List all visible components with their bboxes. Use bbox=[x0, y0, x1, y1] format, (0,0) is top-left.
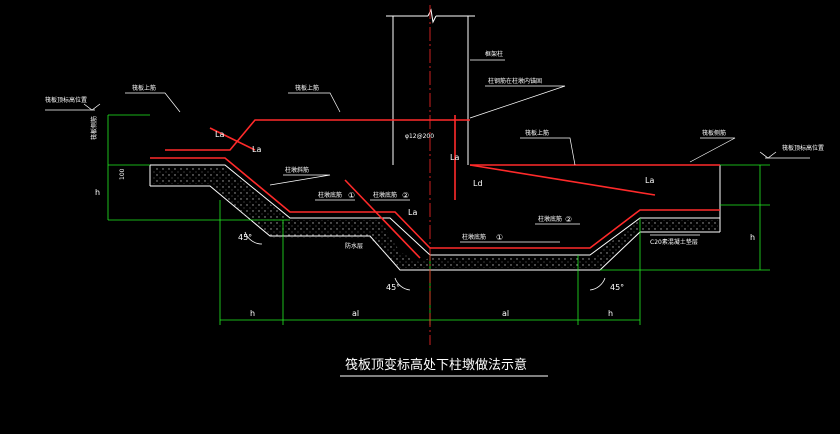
mark-al-left: al bbox=[352, 309, 359, 318]
label-upper-rebar-mid: 筏板上筋 bbox=[295, 84, 319, 92]
mark-angle-2: 45° bbox=[386, 283, 400, 292]
mark-al-right: al bbox=[502, 309, 509, 318]
mark-one-1: ① bbox=[348, 191, 355, 200]
mark-angle-3: 45° bbox=[610, 283, 624, 292]
label-pier-lower-2: 柱墩底筋 bbox=[373, 191, 397, 199]
label-col-rebar-note: 柱钢筋在柱墩内锚固 bbox=[488, 77, 542, 85]
mark-two-1: ② bbox=[402, 191, 409, 200]
mark-la-2: La bbox=[252, 145, 261, 154]
label-stirrup: φ12@200 bbox=[405, 133, 434, 140]
mark-h-bottom-right: h bbox=[608, 309, 613, 318]
label-pier-lower-1: 柱墩底筋 bbox=[318, 191, 342, 199]
label-pier-lower-3: 柱墩底筋 bbox=[538, 215, 562, 223]
label-waterproof: 防水层 bbox=[345, 242, 363, 250]
mark-two-2: ② bbox=[565, 215, 572, 224]
label-side-left: 筏板侧筋 bbox=[90, 116, 98, 140]
mark-h-left: h bbox=[95, 188, 100, 197]
mark-one-2: ① bbox=[496, 233, 503, 242]
concrete-hatch bbox=[152, 168, 718, 268]
mark-la-4: La bbox=[408, 208, 417, 217]
mark-ld: Ld bbox=[473, 179, 483, 188]
drawing-title: 筏板顶变标高处下柱墩做法示意 bbox=[345, 357, 527, 373]
dimension-lines bbox=[107, 114, 770, 325]
rebar-red bbox=[150, 115, 720, 259]
label-side-right: 筏板侧筋 bbox=[702, 129, 726, 137]
mark-h-bottom-left: h bbox=[250, 309, 255, 318]
label-pier-lower-4: 柱墩底筋 bbox=[462, 233, 486, 241]
label-upper-rebar-right: 筏板上筋 bbox=[525, 129, 549, 137]
label-top-left-elev: 筏板顶标高位置 bbox=[45, 96, 87, 104]
mark-la-3: La bbox=[450, 153, 459, 162]
label-c20: C20素混凝土垫层 bbox=[650, 238, 698, 246]
label-upper-rebar-left: 筏板上筋 bbox=[132, 84, 156, 92]
label-top-right-elev: 筏板顶标高位置 bbox=[782, 144, 824, 152]
mark-angle-1: 45° bbox=[238, 233, 252, 242]
mark-h-right: h bbox=[750, 233, 755, 242]
mark-la-1: La bbox=[215, 130, 224, 139]
label-column: 框架柱 bbox=[485, 50, 503, 58]
leader-lines bbox=[45, 59, 810, 243]
mark-la-5: La bbox=[645, 176, 654, 185]
angle-marks bbox=[244, 231, 606, 291]
label-slope-rebar: 柱墩斜筋 bbox=[285, 166, 309, 174]
mark-100: 100 bbox=[119, 168, 126, 180]
